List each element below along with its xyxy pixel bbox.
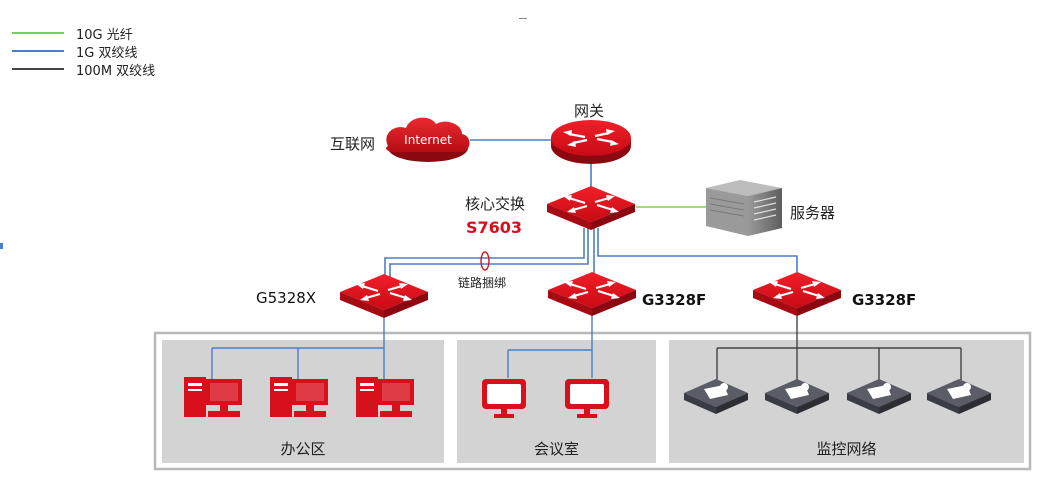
internet-cloud-icon: Internet: [386, 117, 470, 162]
legend-item-10g: 10G 光纤: [12, 24, 133, 43]
core-switch-icon: [545, 184, 637, 232]
legend-swatch-100m: [12, 68, 64, 70]
gateway-router-icon: [549, 118, 633, 166]
server-icon: [706, 180, 782, 236]
access-switch-right-icon: [751, 270, 843, 318]
link-aggregation-marker: [480, 251, 490, 271]
legend-swatch-1g: [12, 50, 64, 52]
access-switch-middle-icon: [546, 270, 638, 318]
access-switch-middle-model: G3328F: [642, 291, 707, 309]
access-switch-right-model: G3328F: [852, 291, 917, 309]
left-edge-mark: [0, 243, 3, 249]
legend-label-10g: 10G 光纤: [76, 27, 133, 43]
link-aggregation-label: 链路捆绑: [458, 276, 507, 290]
zone-surveillance-label: 监控网络: [816, 440, 877, 458]
zone-office-label: 办公区: [280, 440, 326, 458]
link-core-right: [597, 228, 798, 278]
legend-item-1g: 1G 双绞线: [12, 42, 138, 61]
surveillance-wiring: [716, 314, 962, 380]
top-mark: [519, 18, 527, 19]
legend-item-100m: 100M 双绞线: [12, 60, 156, 79]
access-switch-left-icon: [338, 272, 430, 320]
legend-label-100m: 100M 双绞线: [76, 63, 156, 79]
office-pc-icon: [356, 377, 414, 417]
office-pc-icon: [270, 377, 328, 417]
gateway-label: 网关: [574, 102, 605, 120]
zone-meeting-label: 会议室: [533, 440, 579, 458]
office-wiring: [211, 314, 385, 380]
core-switch-label: 核心交换: [465, 195, 526, 213]
access-switch-left-model: G5328X: [256, 289, 317, 307]
internet-cloud-text: Internet: [404, 133, 452, 147]
server-label: 服务器: [790, 204, 836, 222]
core-switch-model: S7603: [466, 218, 523, 237]
legend-swatch-10g: [12, 32, 64, 34]
internet-label: 互联网: [330, 135, 376, 153]
office-pc-icon: [184, 377, 242, 417]
meeting-wiring: [507, 314, 593, 378]
legend-label-1g: 1G 双绞线: [76, 45, 138, 61]
